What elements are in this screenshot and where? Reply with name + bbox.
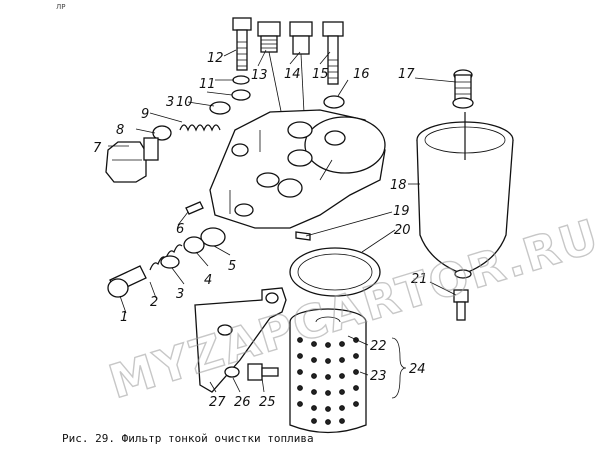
- callout-19: 19: [393, 204, 410, 219]
- callout-2: 2: [150, 295, 158, 310]
- callout-26: 26: [234, 395, 251, 410]
- fitting-14: [289, 21, 313, 133]
- callout-6: 6: [176, 222, 184, 237]
- screw-6: [185, 201, 204, 215]
- callout-4: 4: [204, 273, 212, 288]
- callout-16: 16: [353, 67, 370, 82]
- washer-11: [232, 75, 250, 85]
- callouts: 1 2 3 4 5 6 7 8 9 10 11 3 12 13 14 15 16…: [93, 51, 428, 410]
- fitting-13: [257, 21, 285, 127]
- callout-23: 23: [370, 369, 387, 384]
- corner-mark: ЛР: [56, 3, 66, 11]
- callout-14: 14: [284, 67, 301, 82]
- callout-8: 8: [116, 123, 124, 138]
- callout-15: 15: [312, 67, 329, 82]
- callout-9: 9: [141, 107, 149, 122]
- callout-13: 13: [251, 68, 268, 83]
- callout-24: 24: [409, 362, 426, 377]
- drain-plug-21: [453, 289, 469, 321]
- bolt-25: [247, 363, 279, 381]
- washer-26: [224, 366, 240, 378]
- callout-3a: 3: [176, 287, 184, 302]
- callout-5: 5: [228, 259, 236, 274]
- bolt-12: [232, 17, 252, 71]
- gasket-20: [289, 247, 381, 297]
- callout-27: 27: [209, 395, 226, 410]
- parts-drawing: [105, 17, 514, 434]
- callout-1: 1: [120, 310, 128, 325]
- callout-21: 21: [411, 272, 428, 287]
- figure-caption: Рис. 29. Фильтр тонкой очистки топлива: [62, 432, 314, 445]
- callout-18: 18: [390, 178, 407, 193]
- spring-9: [179, 101, 231, 132]
- nut-10: [231, 89, 251, 101]
- callout-12: 12: [207, 51, 224, 66]
- callout-17: 17: [398, 67, 415, 82]
- leader-lines: [108, 49, 457, 399]
- callout-10: 10: [176, 95, 193, 110]
- callout-3b: 3: [166, 95, 174, 110]
- pin-19: [295, 231, 311, 241]
- filter-housing-body: [209, 109, 386, 229]
- callout-11: 11: [199, 77, 216, 92]
- callout-22: 22: [370, 339, 387, 354]
- ring-8: [152, 125, 172, 141]
- filter-bowl-18: [416, 112, 514, 279]
- plug-7: [105, 137, 159, 183]
- callout-20: 20: [394, 223, 411, 238]
- filter-element-22-23: [289, 308, 367, 434]
- callout-7: 7: [93, 141, 102, 156]
- bolt-15: [322, 21, 344, 85]
- washer-16: [323, 95, 345, 109]
- callout-25: 25: [259, 395, 276, 410]
- valve-assembly: [107, 227, 226, 298]
- bracket-27: [194, 287, 287, 393]
- fitting-17: [452, 69, 474, 109]
